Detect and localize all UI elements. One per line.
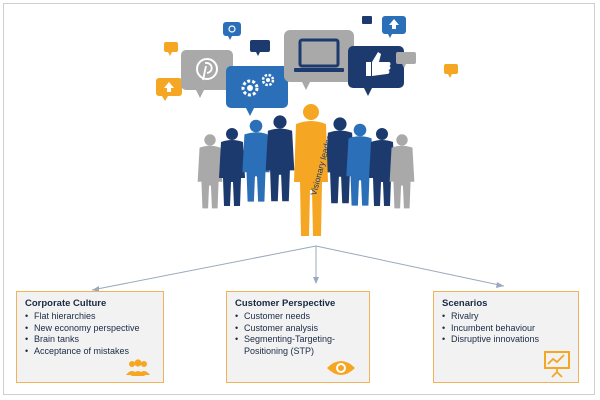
chat-icon <box>362 16 372 24</box>
scenarios-box: Scenarios Rivalry Incumbent behaviour Di… <box>433 291 579 383</box>
arrow-to-scenarios <box>315 245 505 287</box>
list-item: Brain tanks <box>25 334 163 346</box>
list-item: Incumbent behaviour <box>442 323 578 335</box>
arrow-to-corporate-culture <box>91 245 317 291</box>
gear-icon <box>226 66 288 116</box>
list-item: Disruptive innovations <box>442 334 578 346</box>
list-item: Customer needs <box>235 311 369 323</box>
laptop-icon <box>284 30 354 90</box>
list-item: Customer analysis <box>235 323 369 335</box>
eye-icon <box>327 361 355 375</box>
list-item: Acceptance of mistakes <box>25 346 163 358</box>
list-item: Flat hierarchies <box>25 311 163 323</box>
box-title: Scenarios <box>442 298 488 309</box>
list-item: Segmenting-Targeting-Positioning (STP) <box>235 334 354 357</box>
item-list: Rivalry Incumbent behaviour Disruptive i… <box>442 311 578 346</box>
list-item: Rivalry <box>442 311 578 323</box>
arrowheads <box>92 277 504 292</box>
item-list: Flat hierarchies New economy perspective… <box>25 311 163 357</box>
chat-icon <box>250 40 270 56</box>
connectors <box>91 245 505 291</box>
corporate-culture-box: Corporate Culture Flat hierarchies New e… <box>16 291 164 383</box>
speech-bubbles <box>156 16 458 116</box>
box-title: Customer Perspective <box>235 298 336 309</box>
chat-icon <box>444 64 458 78</box>
outer-border <box>3 3 595 395</box>
upload-icon <box>382 16 406 38</box>
chat-icon <box>164 42 178 56</box>
list-item: New economy perspective <box>25 323 163 335</box>
thumbs-up-icon <box>348 46 404 96</box>
item-list: Customer needs Customer analysis Segment… <box>235 311 369 357</box>
chat-icon <box>396 52 416 68</box>
customer-perspective-box: Customer Perspective Customer needs Cust… <box>226 291 370 383</box>
people-group-icon <box>126 359 150 376</box>
presentation-chart-icon <box>544 351 570 378</box>
upload-icon <box>156 78 182 101</box>
pinterest-icon <box>181 50 233 98</box>
box-title: Corporate Culture <box>25 298 107 309</box>
chat-icon <box>223 22 241 40</box>
